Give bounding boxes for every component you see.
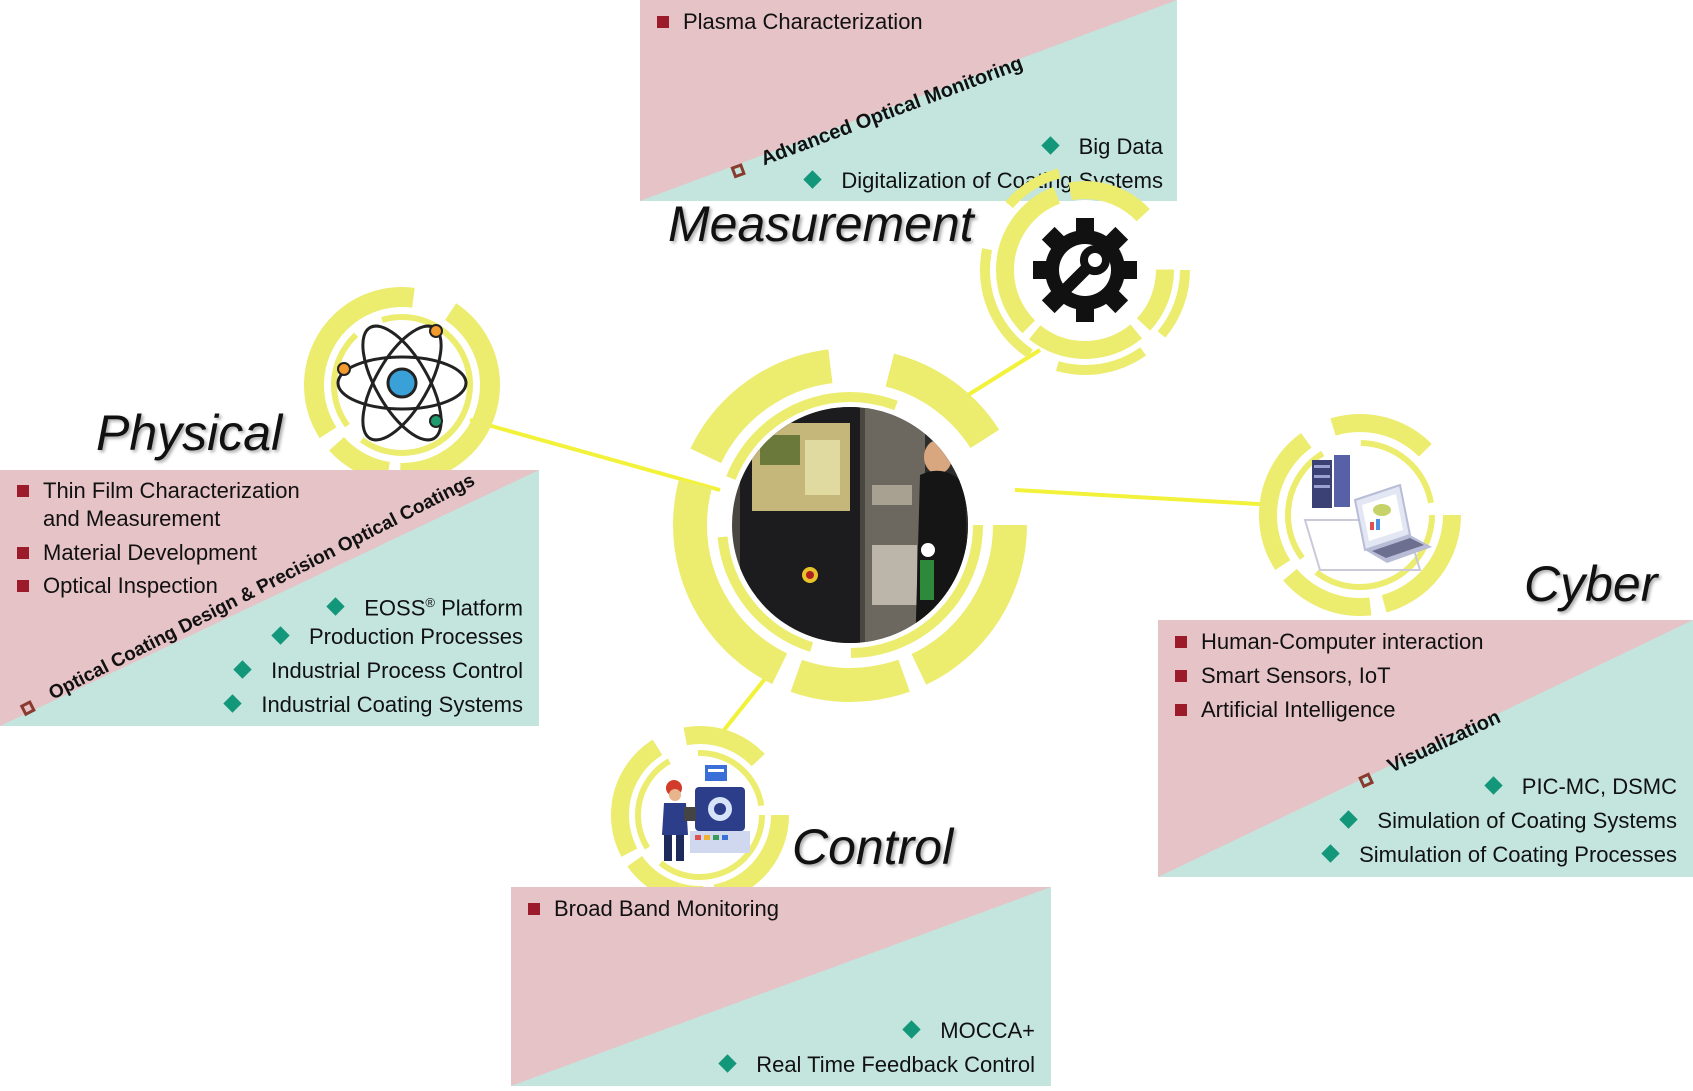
center-photo-node (673, 348, 1027, 702)
list-item: Human-Computer interaction (1175, 629, 1483, 655)
list-item: EOSS® Platform (326, 590, 523, 621)
list-item: Industrial Coating Systems (223, 692, 523, 718)
list-item: Simulation of Coating Processes (1321, 842, 1677, 868)
list-item: Real Time Feedback Control (718, 1052, 1035, 1078)
connector-cyber (1014, 488, 1276, 507)
diamond-bullet-icon (1040, 136, 1060, 155)
list-item: Industrial Process Control (233, 658, 523, 684)
diamond-bullet-icon (1321, 844, 1340, 863)
list-item: Broad Band Monitoring (528, 896, 779, 922)
diamond-bullet-icon (902, 1020, 921, 1039)
diamond-bullet-icon (326, 597, 345, 617)
gear-wrench-icon (1033, 218, 1137, 322)
laptop-server-icon (1303, 455, 1432, 571)
diamond-bullet-icon (1484, 776, 1503, 795)
square-bullet-icon (528, 903, 540, 915)
list-item: Big Data (1040, 134, 1163, 160)
square-bullet-icon (17, 547, 29, 559)
list-item: Plasma Characterization (657, 9, 923, 35)
measurement-node (980, 165, 1190, 375)
square-bullet-icon (1175, 704, 1187, 716)
cyber-node (1259, 414, 1461, 616)
cyber-title: Cyber (1524, 556, 1658, 612)
control-title: Control (792, 819, 954, 875)
operator-dashboard-icon (662, 765, 750, 861)
physical-node (304, 287, 500, 483)
list-item: Production Processes (271, 624, 523, 650)
diamond-bullet-icon (233, 660, 252, 679)
list-item-continuation: and Measurement (43, 506, 221, 531)
diamond-bullet-icon (271, 626, 290, 645)
physical-title: Physical (96, 405, 283, 461)
diamond-bullet-icon (803, 170, 823, 189)
list-item: Material Development (17, 540, 257, 566)
list-item: Thin Film Characterization (17, 478, 300, 504)
square-bullet-icon (17, 580, 29, 592)
square-bullet-icon (1175, 670, 1187, 682)
control-panel: Broad Band Monitoring MOCCA+ Real Time F… (511, 887, 1051, 1086)
control-node (611, 726, 789, 904)
list-item: Smart Sensors, IoT (1175, 663, 1391, 689)
atom-icon (336, 324, 468, 442)
measurement-title: Measurement (668, 196, 974, 252)
physical-panel: Thin Film Characterization and Measureme… (0, 470, 539, 726)
square-bullet-icon (657, 16, 669, 28)
list-item: MOCCA+ (902, 1018, 1035, 1044)
measurement-panel: Plasma Characterization Advanced Optical… (640, 0, 1177, 201)
connector-measurement (958, 348, 1042, 402)
diamond-bullet-icon (223, 694, 243, 713)
cyber-panel: Human-Computer interaction Smart Sensors… (1158, 620, 1693, 877)
list-item: Optical Inspection (17, 573, 218, 599)
square-bullet-icon (1175, 636, 1187, 648)
connector-physical (469, 418, 721, 492)
list-item: PIC-MC, DSMC (1484, 774, 1677, 800)
square-bullet-icon (17, 485, 29, 497)
diamond-bullet-icon (1339, 810, 1359, 829)
diamond-bullet-icon (718, 1054, 737, 1073)
list-item: Simulation of Coating Systems (1339, 808, 1677, 834)
list-item: Artificial Intelligence (1175, 697, 1395, 723)
